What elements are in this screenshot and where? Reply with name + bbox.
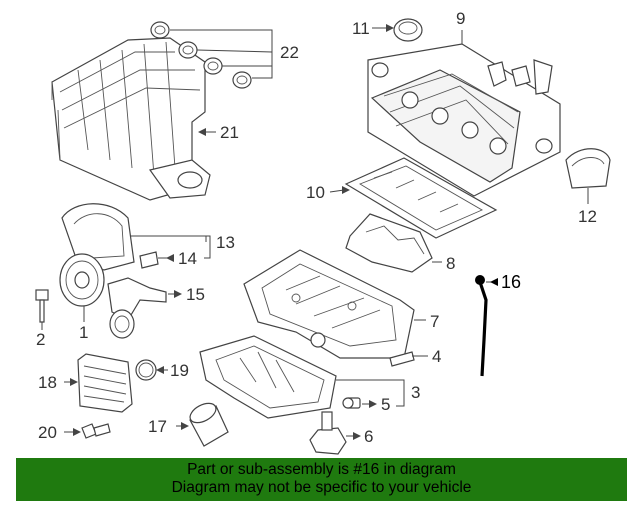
drain-plug-part: [309, 411, 347, 455]
callout-19: 19: [170, 361, 189, 380]
callout-18: 18: [38, 373, 57, 392]
callout-15: 15: [186, 285, 205, 304]
callout-13: 13: [216, 233, 235, 252]
callout-2: 2: [36, 330, 45, 349]
parts-diagram: 1 2 3 4 5 6 7 8 9 10 11 12 13 14 15 16 1…: [35, 9, 611, 455]
cooler-bolt-part: [81, 423, 111, 439]
callout-10: 10: [306, 183, 325, 202]
oil-filter-part: [189, 402, 229, 447]
callout-8: 8: [446, 254, 455, 273]
intake-manifold-part: [51, 37, 211, 201]
callout-3: 3: [411, 383, 420, 402]
part-notice-banner: Part or sub-assembly is #16 in diagram D…: [16, 458, 627, 501]
callout-6: 6: [364, 427, 373, 446]
lower-oil-pan-part: [199, 335, 337, 419]
oil-level-sensor-part: [389, 351, 415, 367]
oil-filler-cap-part: [393, 18, 423, 42]
callout-20: 20: [38, 423, 57, 442]
callout-4: 4: [432, 347, 441, 366]
callout-7: 7: [430, 312, 439, 331]
pulley-bolt-part: [35, 289, 49, 323]
timing-cover-part: [565, 148, 611, 189]
gasket-14-part: [139, 251, 159, 269]
callout-17: 17: [148, 417, 167, 436]
oil-cooler-part: [77, 353, 133, 413]
baffle-plate-part: [345, 213, 433, 273]
callout-16: 16: [501, 272, 521, 292]
valve-cover-gasket-part: [344, 157, 498, 239]
crankshaft-seal-housing-part: [61, 203, 135, 271]
callout-11: 11: [352, 19, 370, 38]
callout-12: 12: [578, 207, 597, 226]
callout-1: 1: [79, 323, 88, 342]
callout-14: 14: [178, 249, 197, 268]
crankshaft-pulley-part: [59, 253, 105, 307]
dipstick-tube-part: [475, 275, 488, 377]
banner-line-disclaimer: Diagram may not be specific to your vehi…: [171, 479, 472, 496]
callout-5: 5: [381, 395, 390, 414]
callout-21: 21: [220, 123, 239, 142]
callout-9: 9: [456, 9, 465, 28]
oil-cooler-seal-part: [135, 359, 157, 381]
oil-pump-bracket-part: [107, 277, 167, 339]
o-ring-seals-part: [150, 21, 252, 89]
banner-line-part-number: Part or sub-assembly is #16 in diagram: [187, 461, 456, 478]
drain-bolt-part: [342, 397, 361, 409]
valve-cover-box: [367, 43, 561, 197]
callout-22: 22: [280, 43, 299, 62]
